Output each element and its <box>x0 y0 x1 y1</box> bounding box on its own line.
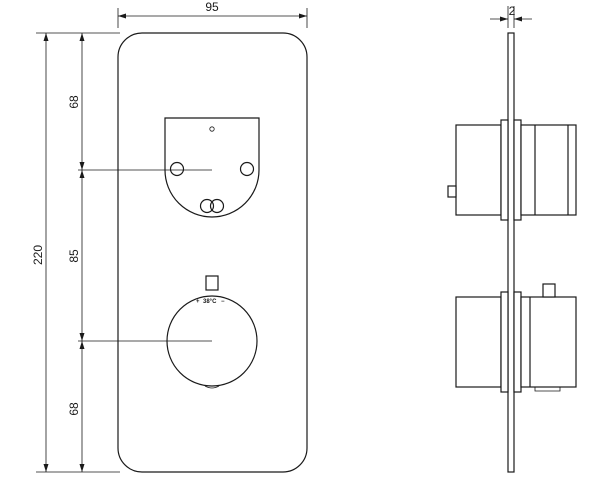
thermostat-knob: + 38°C − <box>166 275 258 389</box>
lower-segment-label: 68 <box>67 402 81 416</box>
knob-scale-minus: − <box>221 299 225 305</box>
plate-edge <box>507 32 515 473</box>
width-dimension: 95 <box>117 0 308 28</box>
knob-scale-plus: + <box>196 299 200 305</box>
upper-segment-label: 68 <box>67 95 81 109</box>
segment-dimensions: 68 85 68 <box>67 33 212 472</box>
knob-scale-temperature: 38°C <box>203 299 217 305</box>
side-view: 2 <box>447 4 577 473</box>
faceplate-outline <box>117 32 308 473</box>
middle-segment-label: 85 <box>67 249 81 263</box>
thickness-dimension-label: 2 <box>509 4 516 18</box>
thickness-dimension: 2 <box>490 4 532 28</box>
thermostat-profile <box>455 283 577 393</box>
front-view: 95 220 68 85 68 <box>31 0 308 473</box>
height-dimension: 220 <box>31 32 120 473</box>
width-dimension-label: 95 <box>205 0 219 14</box>
diverter-control <box>164 117 260 218</box>
diverter-profile <box>447 119 577 221</box>
height-dimension-label: 220 <box>31 245 45 265</box>
